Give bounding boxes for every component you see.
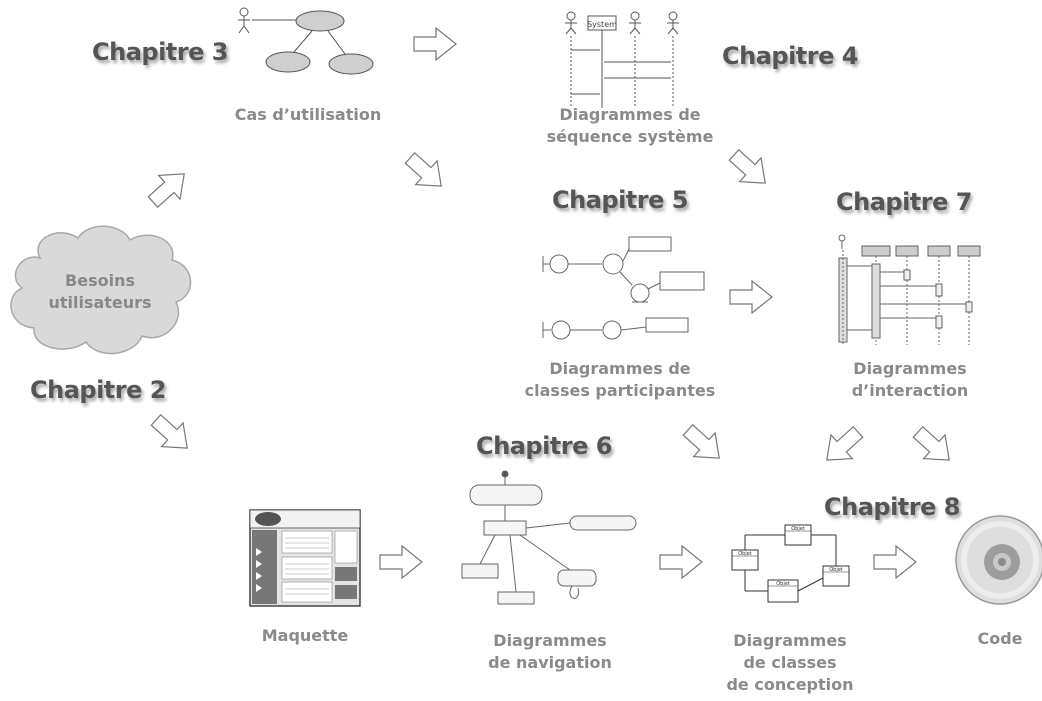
chapter-7-heading: Chapitre 7 (836, 188, 972, 216)
arrow-dcc-to-code (873, 545, 917, 579)
chapter-2-heading: Chapitre 2 (30, 376, 166, 404)
chapter-4-heading: Chapitre 4 (722, 42, 858, 70)
arrow-dcp-to-di (729, 280, 773, 314)
arrow-dn-to-dcc (659, 545, 703, 579)
mockup-thumbnail (249, 509, 361, 607)
dss-line-2: séquence système (546, 127, 714, 146)
cas-utilisation-label: Cas d’utilisation (218, 104, 398, 126)
arrow-dss-to-di (722, 142, 777, 196)
objet-label-1: Objet (791, 526, 805, 532)
arrow-dcp-to-dcc (676, 417, 731, 471)
dcc-label: Diagrammes de classes de conception (710, 630, 870, 696)
dcp-line-2: classes participantes (524, 381, 716, 400)
besoins-cloud (10, 225, 192, 355)
arrow-cas-to-dcp (398, 145, 453, 199)
dn-line-2: de navigation (488, 653, 612, 672)
chapter-5-heading: Chapitre 5 (552, 186, 688, 214)
use-case-thumbnail (238, 7, 374, 75)
dcp-line-1: Diagrammes de (549, 359, 691, 378)
dcc-line-1: Diagrammes (733, 631, 847, 650)
dss-line-1: Diagrammes de (559, 105, 701, 124)
code-line-1: Code (977, 629, 1023, 648)
interaction-thumbnail (838, 234, 981, 345)
di-line-2: d’interaction (851, 381, 969, 400)
chapter-6-heading: Chapitre 6 (476, 432, 612, 460)
participant-classes-thumbnail (542, 236, 705, 340)
objet-label-4: Objet (829, 567, 843, 573)
arrow-di-to-dcc (815, 419, 870, 473)
dcp-label: Diagrammes de classes participantes (510, 358, 730, 402)
objet-label-3: Objet (776, 581, 790, 587)
maquette-label: Maquette (245, 625, 365, 647)
arrow-di-to-code (906, 419, 961, 473)
maquette-line-1: Maquette (261, 626, 349, 645)
code-label: Code (960, 628, 1040, 650)
di-label: Diagrammes d’interaction (830, 358, 990, 402)
chapter-8-heading: Chapitre 8 (824, 493, 960, 521)
dcc-line-3: de conception (726, 675, 854, 694)
besoins-label: Besoins utilisateurs (40, 270, 160, 314)
dn-line-1: Diagrammes (493, 631, 607, 650)
code-disc-icon (955, 515, 1042, 605)
dn-label: Diagrammes de navigation (470, 630, 630, 674)
arrow-maquette-to-dn (379, 545, 423, 579)
dcc-line-2: de classes (743, 653, 837, 672)
cas-line-1: Cas d’utilisation (234, 105, 382, 124)
besoins-line-2: utilisateurs (48, 293, 152, 312)
navigation-thumbnail (461, 470, 637, 605)
di-line-1: Diagrammes (853, 359, 967, 378)
arrow-besoins-to-maquette (144, 407, 199, 461)
arrow-cas-to-dss (413, 27, 457, 61)
besoins-line-1: Besoins (65, 271, 135, 290)
system-sequence-thumbnail (565, 11, 679, 108)
chapter-3-heading: Chapitre 3 (92, 38, 228, 66)
dss-label: Diagrammes de séquence système (530, 104, 730, 148)
arrow-besoins-to-cas (141, 161, 196, 215)
design-classes-thumbnail (731, 524, 850, 603)
system-box-label: System (587, 20, 617, 29)
objet-label-2: Objet (738, 551, 752, 557)
